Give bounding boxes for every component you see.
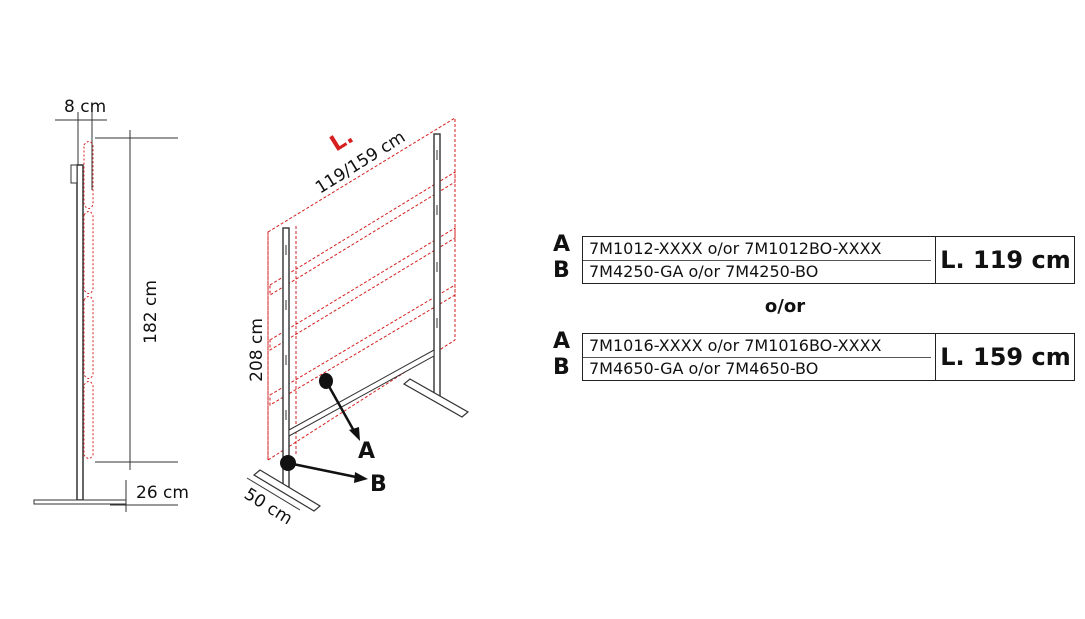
- variant-length: L. 119 cm: [935, 237, 1075, 283]
- letter-a: A: [553, 232, 571, 257]
- side-base-label: 26 cm: [136, 483, 189, 503]
- code-a: 7M1016-XXXX o/or 7M1016BO-XXXX: [589, 336, 882, 355]
- variant-length: L. 159 cm: [935, 334, 1075, 380]
- code-b: 7M4250-GA o/or 7M4250-BO: [589, 262, 819, 281]
- letter-b: B: [553, 258, 570, 283]
- side-height-label: 182 cm: [141, 280, 161, 344]
- iso-view: [246, 117, 470, 512]
- callout-b-label: B: [370, 472, 387, 497]
- variant-box: 7M1012-XXXX o/or 7M1012BO-XXXX 7M4250-GA…: [582, 236, 1075, 284]
- variant-159: A B 7M1016-XXXX o/or 7M1016BO-XXXX 7M465…: [553, 329, 1075, 381]
- variant-letters: A B: [553, 329, 575, 381]
- or-separator: o/or: [764, 296, 806, 317]
- variant-119: A B 7M1012-XXXX o/or 7M1012BO-XXXX 7M425…: [553, 232, 1075, 284]
- iso-height-label: 208 cm: [247, 318, 267, 382]
- side-width-label: 8 cm: [64, 97, 106, 117]
- length-marker: L.: [326, 124, 358, 157]
- letter-b: B: [553, 355, 570, 380]
- divider: [583, 260, 931, 261]
- variant-codes: 7M1016-XXXX o/or 7M1016BO-XXXX 7M4650-GA…: [583, 334, 935, 380]
- divider: [583, 357, 931, 358]
- code-a: 7M1012-XXXX o/or 7M1012BO-XXXX: [589, 239, 882, 258]
- letter-a: A: [553, 329, 571, 354]
- side-view: [33, 112, 178, 512]
- code-b: 7M4650-GA o/or 7M4650-BO: [589, 359, 819, 378]
- callout-a-label: A: [358, 439, 375, 464]
- variant-box: 7M1016-XXXX o/or 7M1016BO-XXXX 7M4650-GA…: [582, 333, 1075, 381]
- variant-letters: A B: [553, 232, 575, 284]
- variant-codes: 7M1012-XXXX o/or 7M1012BO-XXXX 7M4250-GA…: [583, 237, 935, 283]
